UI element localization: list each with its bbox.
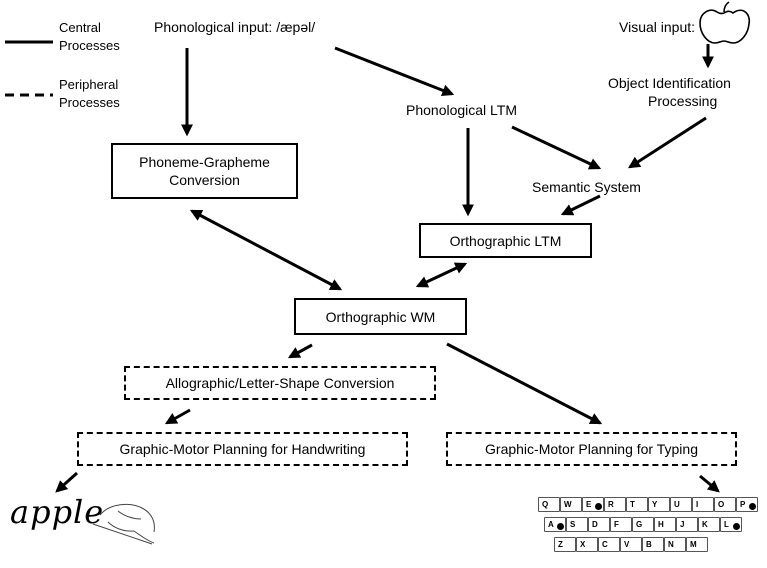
arrow-phonological-input-to-phonological-ltm	[334, 46, 455, 97]
key-press-dot	[557, 523, 564, 530]
arrow-allographic-to-motor-handwriting	[164, 408, 191, 425]
keyboard-key-h: H	[654, 517, 676, 532]
keyboard-key-y: Y	[648, 497, 670, 512]
arrow-pg-conversion-orthographic-wm	[189, 209, 343, 291]
arrow-semantic-to-orthographic-ltm	[560, 194, 601, 216]
orthographic-wm-box: Orthographic WM	[294, 298, 467, 335]
keyboard-key-a: A	[544, 517, 566, 532]
arrow-orthographic-ltm-orthographic-wm	[415, 262, 468, 288]
arrow-phonological-ltm-to-semantic	[511, 125, 602, 170]
keyboard-key-q: Q	[538, 497, 560, 512]
keyboard-key-j: J	[676, 517, 698, 532]
keyboard-key-g: G	[632, 517, 654, 532]
arrow-object-id-to-semantic	[627, 116, 707, 169]
keyboard-key-l: L	[720, 517, 742, 532]
keyboard-key-p: P	[736, 497, 758, 512]
keyboard-key-r: R	[604, 497, 626, 512]
apple-icon	[699, 1, 751, 44]
arrow-wm-to-motor-typing	[446, 342, 603, 425]
keyboard-key-o: O	[714, 497, 736, 512]
keyboard-key-b: B	[642, 537, 664, 552]
arrow-motor-typing-to-keyboard	[699, 474, 720, 493]
keyboard-key-s: S	[566, 517, 588, 532]
keyboard-key-w: W	[560, 497, 582, 512]
keyboard-key-x: X	[576, 537, 598, 552]
keyboard-key-u: U	[670, 497, 692, 512]
orthographic-ltm-box: Orthographic LTM	[419, 223, 592, 258]
motor-planning-typing-box: Graphic-Motor Planning for Typing	[446, 432, 737, 466]
keyboard-key-k: K	[698, 517, 720, 532]
keyboard-key-f: F	[610, 517, 632, 532]
motor-planning-handwriting-box: Graphic-Motor Planning for Handwriting	[77, 432, 408, 466]
keyboard-key-t: T	[626, 497, 648, 512]
visual-input-label: Visual input:	[619, 19, 696, 35]
arrow-wm-to-allographic	[287, 343, 313, 359]
keyboard-key-d: D	[588, 517, 610, 532]
phonological-input-label: Phonological input: /æpəl/	[154, 19, 316, 35]
phonological-ltm-label: Phonological LTM	[406, 102, 518, 118]
keyboard-key-v: V	[620, 537, 642, 552]
keyboard-key-c: C	[598, 537, 620, 552]
key-press-dot	[733, 523, 740, 530]
key-press-dot	[749, 503, 756, 510]
keyboard-key-i: I	[692, 497, 714, 512]
keyboard-key-z: Z	[554, 537, 576, 552]
keyboard-key-m: M	[686, 537, 708, 552]
arrow-motor-handwriting-to-output	[55, 471, 79, 493]
keyboard-key-n: N	[664, 537, 686, 552]
handwritten-apple-output: apple	[10, 493, 105, 531]
allographic-conversion-box: Allographic/Letter-Shape Conversion	[124, 366, 436, 400]
semantic-system-label: Semantic System	[532, 179, 641, 195]
hand-with-pen-icon	[92, 503, 155, 545]
phoneme-grapheme-conversion-box: Phoneme-Grapheme Conversion	[111, 143, 298, 199]
key-press-dot	[595, 503, 602, 510]
keyboard-key-e: E	[582, 497, 604, 512]
object-identification-label: Object Identification Processing	[608, 75, 731, 109]
